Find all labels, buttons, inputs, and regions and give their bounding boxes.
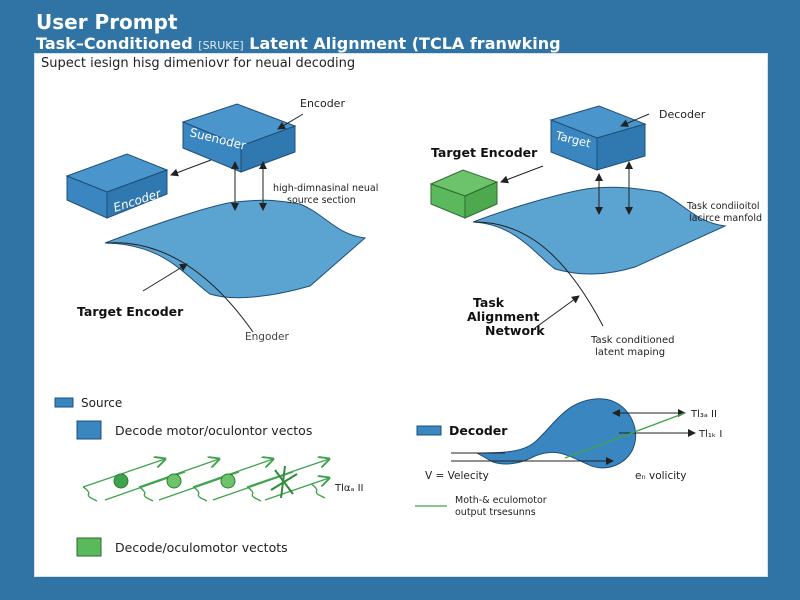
target-box: Target <box>549 105 647 171</box>
trajectory-node-3 <box>220 473 236 489</box>
suenoder-to-encoder-arrow <box>170 159 212 177</box>
diagram-canvas: Suenoder Encoder Encoder high-dimnasinal… <box>54 97 762 557</box>
decoder-swatch <box>416 425 442 436</box>
panel-caption: Supect iesign hisg dimeniovr for neual d… <box>41 56 356 71</box>
trajectory-burst-icon <box>270 465 298 499</box>
output-mid-label: Tl₁ₖ I <box>698 429 722 440</box>
suenoder-callout-arrow <box>277 113 304 130</box>
page-title: User Prompt <box>36 10 178 34</box>
trajectory-label: Tlαₐ II <box>334 483 363 494</box>
engoder-label: Engoder <box>245 331 290 343</box>
source-manifold <box>104 199 367 299</box>
source-legend-label: Source <box>81 396 122 410</box>
network-label-line1: Task <box>473 295 505 310</box>
output-line-label2: output trsesunns <box>455 507 536 518</box>
target-to-green-arrow <box>500 165 544 184</box>
subtitle-part2: Latent Alignment (TCLA franwking <box>249 34 561 53</box>
network-label-line2: Alignment <box>467 309 539 324</box>
decode-oculo-swatch <box>76 537 102 557</box>
subtitle-part1: Task–Conditioned <box>36 34 193 53</box>
source-swatch <box>54 397 74 408</box>
green-box <box>429 169 499 219</box>
output-line-label1: Moth-& eculomotor <box>455 495 547 506</box>
trajectory-segment-3 <box>192 459 294 502</box>
trajectory-chain <box>82 459 329 502</box>
suenoder-callout-label: Encoder <box>300 97 345 110</box>
decode-motor-swatch <box>76 420 102 440</box>
velocity-left-label: V = Velecity <box>425 470 489 482</box>
trajectory-node-1 <box>113 473 129 489</box>
suenoder-box: Suenoder <box>181 103 297 173</box>
trajectory-segment-4 <box>246 459 329 502</box>
mapping-curve <box>474 221 604 327</box>
trajectory-node-2 <box>166 473 182 489</box>
task-note-line1: Task condiioitol <box>686 201 760 212</box>
output-top-label: Tl₃ₐ II <box>690 409 717 420</box>
subtitle-tag: [SRUKE] <box>198 39 244 52</box>
target-callout-label: Decoder <box>659 108 706 121</box>
page-subtitle: Task–Conditioned [SRUKE] Latent Alignmen… <box>36 34 561 53</box>
target-callout-arrow <box>620 113 650 127</box>
decoder-legend-label: Decoder <box>449 423 508 438</box>
decode-oculo-legend-label: Decode/oculomotor vectots <box>115 540 288 555</box>
source-note-line2: source section <box>287 195 356 206</box>
task-manifold <box>472 186 727 275</box>
network-label-line3: Network <box>485 323 545 338</box>
green-output-line <box>564 412 686 459</box>
green-box-title: Target Encoder <box>431 145 538 160</box>
task-note-line2: lacirce manfold <box>689 213 762 224</box>
encoder-curve <box>106 242 254 333</box>
source-note-line1: high-dimnasinal neual <box>273 183 378 194</box>
network-pointer <box>534 295 580 329</box>
mapping-label-line1: Task conditioned <box>590 335 675 346</box>
encoder-box: Encoder <box>65 153 169 219</box>
velocity-right-label: eₙ volicity <box>635 470 686 482</box>
target-encoder-pointer <box>142 263 188 292</box>
decoder-flow-shape <box>475 398 637 469</box>
mapping-label-line2: latent maping <box>595 347 665 358</box>
target-encoder-label: Target Encoder <box>77 304 184 319</box>
decode-motor-legend-label: Decode motor/oculontor vectos <box>115 423 312 438</box>
diagram-panel: Supect iesign hisg dimeniovr for neual d… <box>34 53 768 577</box>
